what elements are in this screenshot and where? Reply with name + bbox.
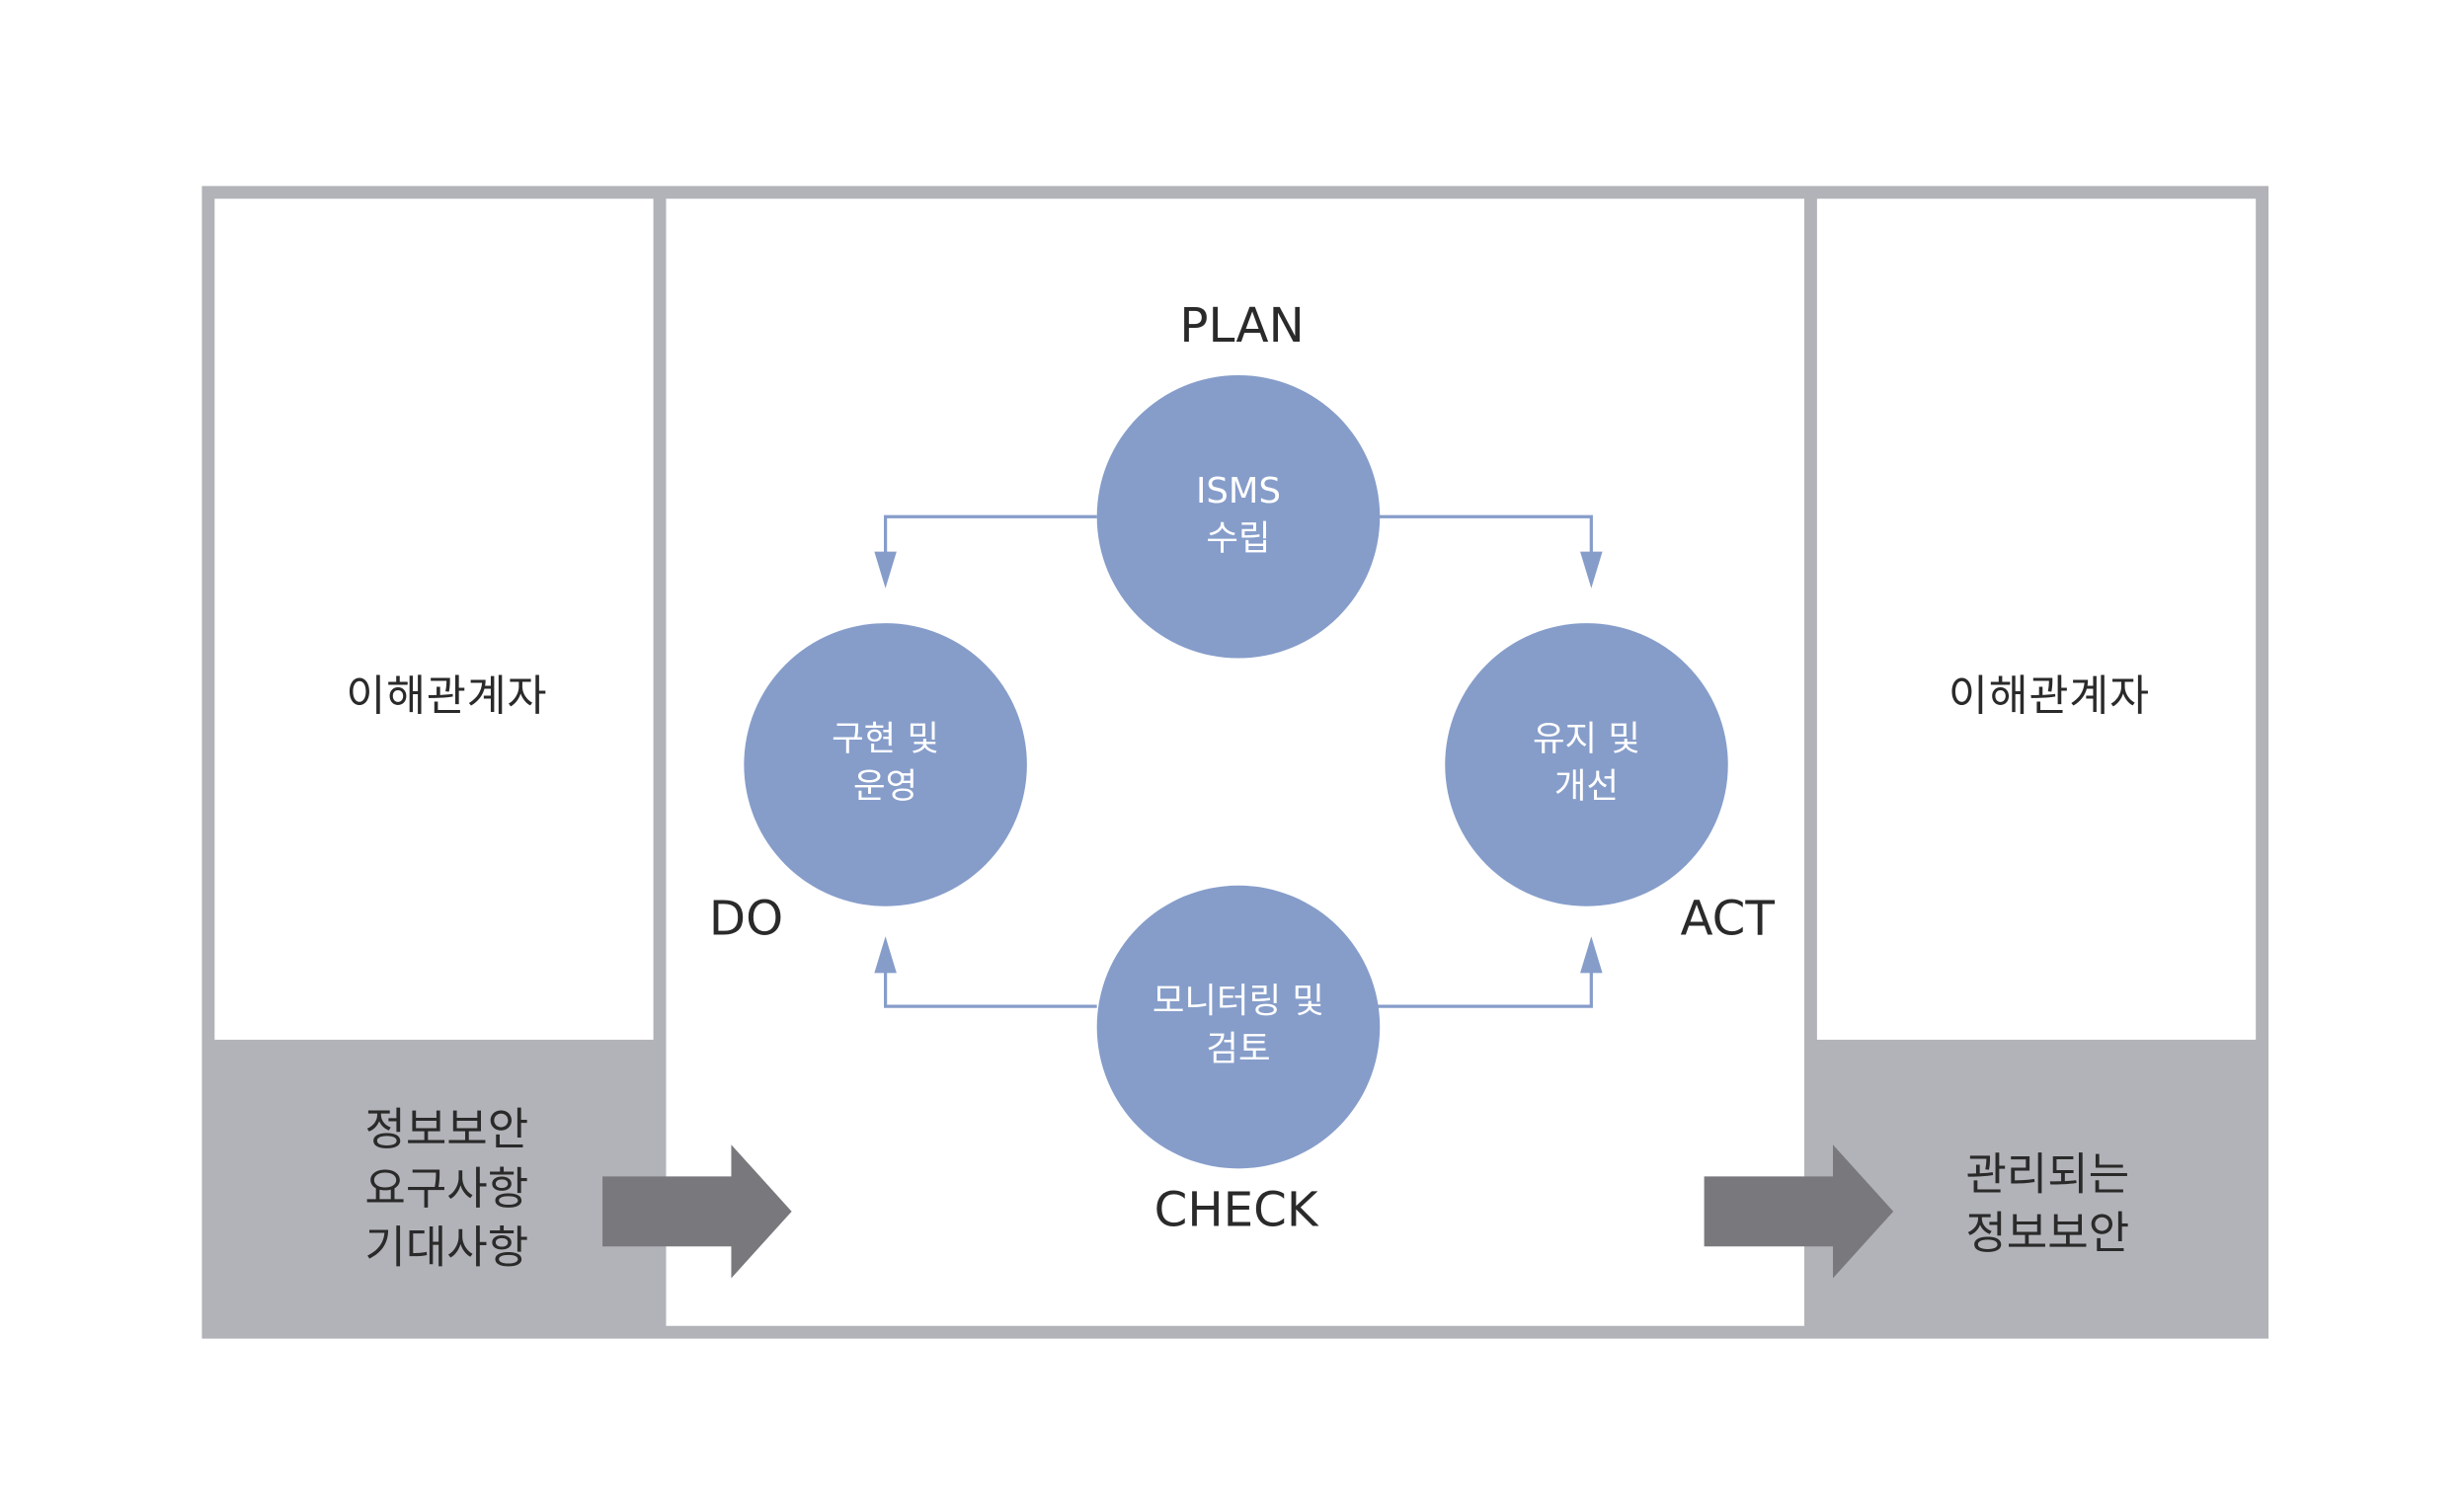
output-flow-arrow-icon	[1704, 1144, 1894, 1279]
do-circle: 구현 및 운영	[744, 623, 1027, 906]
act-circle: 유지 및 개선	[1445, 623, 1728, 906]
right-stakeholder-label: 이해관계자	[1947, 672, 2150, 722]
do-activity-label: 구현 및 운영	[832, 720, 940, 808]
plan-to-do-connector	[883, 514, 1097, 554]
right-stakeholder-panel	[1816, 198, 2257, 1040]
left-stakeholder-label: 이해관계자	[346, 672, 548, 722]
left-stakeholder-panel	[214, 198, 654, 1040]
plan-circle: ISMS 수립	[1096, 374, 1381, 659]
check-phase-label: CHECK	[1153, 1182, 1318, 1239]
check-circle: 모니터링 및 검토	[1096, 885, 1381, 1169]
check-to-do-connector	[883, 971, 1097, 1008]
plan-activity-label: ISMS 수립	[1195, 472, 1281, 560]
input-requirements-text: 정보보안 요구사항 기대사항	[364, 1103, 529, 1274]
plan-phase-label: PLAN	[1179, 298, 1305, 355]
plan-to-act-connector	[1377, 514, 1593, 554]
arrowhead-down-act-icon	[1580, 551, 1603, 589]
output-managed-security-text: 관리되는 정보보안	[1965, 1147, 2130, 1260]
act-activity-label: 유지 및 개선	[1532, 720, 1640, 808]
act-phase-label: ACT	[1680, 892, 1775, 948]
arrowhead-up-do-icon	[874, 936, 897, 974]
arrowhead-up-act-icon	[1580, 936, 1603, 974]
check-to-act-connector	[1377, 971, 1593, 1008]
arrowhead-down-do-icon	[874, 551, 897, 589]
check-activity-label: 모니터링 및 검토	[1152, 982, 1325, 1070]
input-flow-arrow-icon	[602, 1144, 792, 1279]
do-phase-label: DO	[708, 892, 784, 948]
